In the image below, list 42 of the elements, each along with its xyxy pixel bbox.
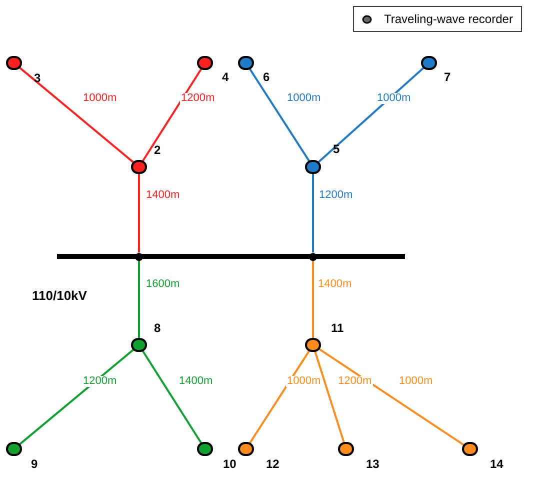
legend-text: Traveling-wave recorder [384,11,513,28]
feeder-line [138,174,140,252]
edge-label: 1000m [398,376,434,387]
feeder-line [249,68,310,162]
node-number: 5 [333,143,340,155]
feeder-line [312,260,314,338]
feeder-line [314,351,345,443]
node-number: 13 [366,458,380,470]
busbar [57,254,405,259]
feeder-line [142,350,202,444]
node-number: 8 [154,322,161,334]
edge-label: 1400m [317,279,353,290]
edge-label: 1200m [82,376,118,387]
edge-label: 1200m [337,376,373,387]
feeder-line [318,348,464,446]
node-number: 9 [31,458,38,470]
node-number: 6 [263,71,270,83]
edge-label: 1600m [145,279,181,290]
edge-label: 1400m [145,190,181,201]
feeder-line [312,174,314,252]
feeder-line [318,67,424,163]
feeder-line [19,349,134,445]
node-number: 14 [490,458,504,470]
node-number: 11 [331,322,344,334]
edge-label: 1400m [178,376,214,387]
node-number: 12 [266,458,280,470]
feeder-line [138,260,140,338]
voltage-label: 110/10kV [32,287,87,305]
node-number: 4 [222,71,229,83]
node-number: 10 [223,458,236,470]
node-number: 2 [154,144,161,156]
node-number: 7 [444,71,451,83]
feeder-line [142,68,202,162]
node-number: 3 [34,72,41,84]
edge-label: 1000m [286,93,322,104]
edge-label: 1200m [180,93,216,104]
edge-label: 1200m [318,190,354,201]
edge-label: 1000m [286,376,322,387]
edge-label: 1000m [376,93,412,104]
edge-label: 1000m [82,93,118,104]
feeder-line [19,67,134,163]
feeder-line [249,350,310,444]
